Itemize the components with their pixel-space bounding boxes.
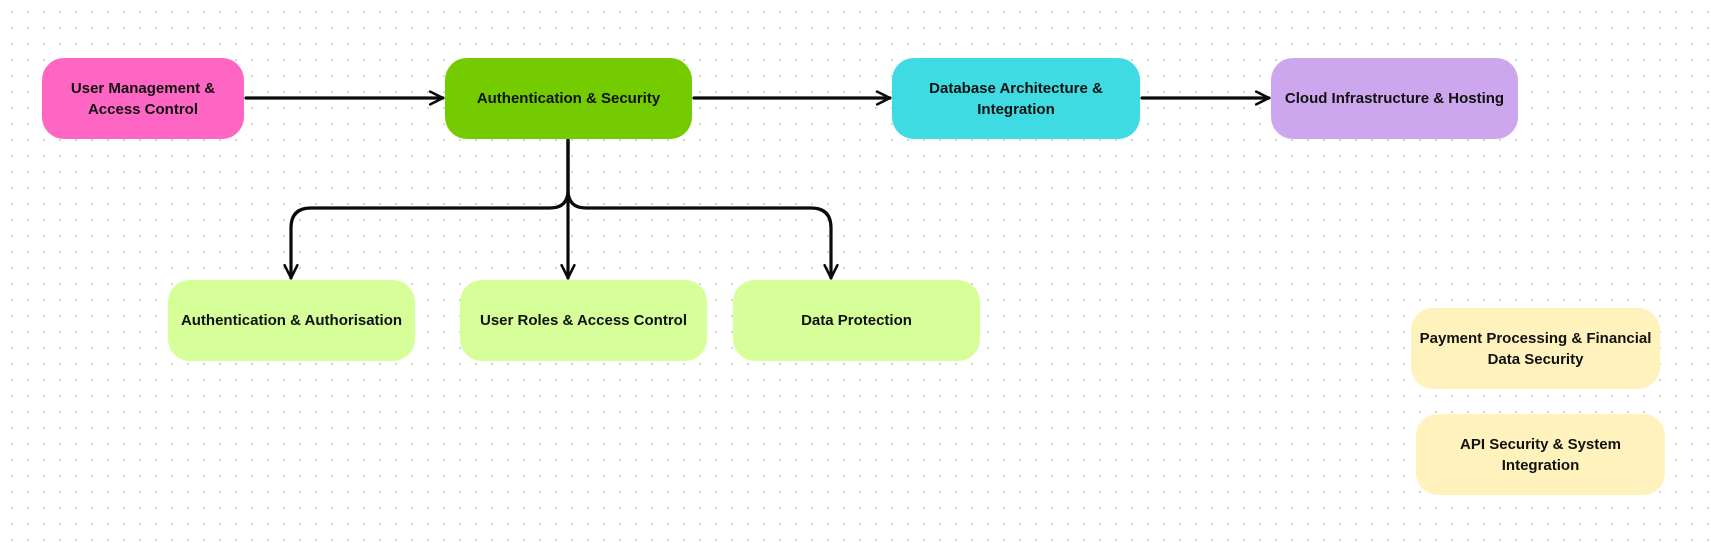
node-data-protection-label: Data Protection (801, 312, 912, 329)
edge-auth-security-to-data-protection (566, 138, 839, 280)
node-authentication-authorisation[interactable]: Authentication & Authorisation (168, 280, 415, 361)
node-authentication-security-label: Authentication & Security (476, 90, 661, 107)
node-database-architecture[interactable]: Database Architecture & Integration (892, 58, 1140, 139)
node-user-management[interactable]: User Management & Access Control (42, 58, 244, 139)
node-payment-processing[interactable]: Payment Processing & Financial Data Secu… (1411, 308, 1660, 389)
node-cloud-infrastructure-label: Cloud Infrastructure & Hosting (1284, 90, 1505, 107)
edge-auth-security-to-auth-authorisation (283, 138, 570, 280)
node-authentication-security[interactable]: Authentication & Security (445, 58, 692, 139)
node-api-security[interactable]: API Security & System Integration (1416, 414, 1665, 495)
node-api-security-label: API Security & System Integration (1460, 435, 1621, 474)
node-cloud-infrastructure[interactable]: Cloud Infrastructure & Hosting (1271, 58, 1518, 139)
node-user-roles-label: User Roles & Access Control (479, 312, 687, 329)
node-data-protection[interactable]: Data Protection (733, 280, 980, 361)
node-user-management-label: User Management & Access Control (70, 79, 216, 118)
node-database-architecture-label: Database Architecture & Integration (929, 79, 1103, 118)
node-user-roles[interactable]: User Roles & Access Control (460, 280, 707, 361)
node-authentication-authorisation-label: Authentication & Authorisation (180, 312, 403, 329)
node-payment-processing-label: Payment Processing & Financial Data Secu… (1419, 329, 1652, 368)
